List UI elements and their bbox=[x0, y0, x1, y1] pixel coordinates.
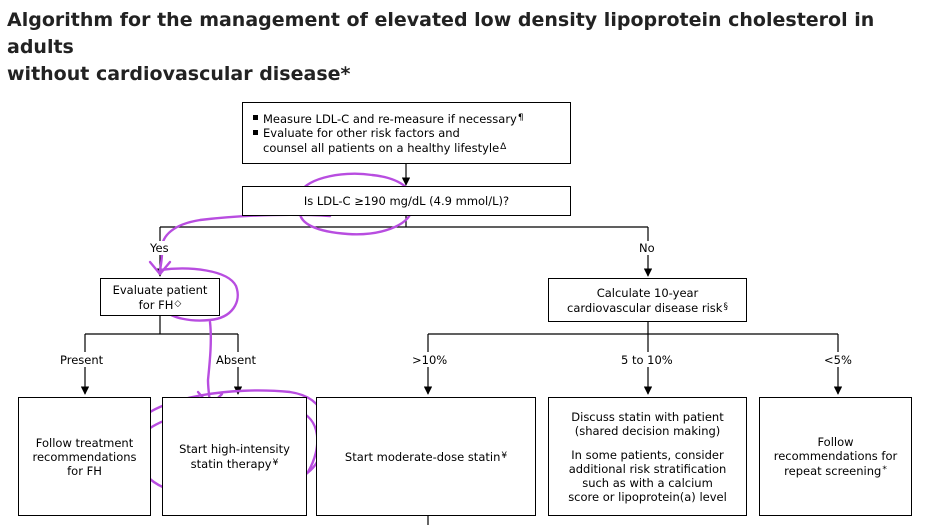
annotation-curve-to-yes bbox=[158, 213, 332, 274]
title-line-2: without cardiovascular disease* bbox=[7, 63, 351, 85]
footnote-mark-diamond: ◇ bbox=[174, 298, 182, 309]
edge-label-lt5: <5% bbox=[822, 353, 854, 367]
footnote-mark-asterisk: * bbox=[882, 465, 887, 475]
calc-line-2: cardiovascular disease risk§ bbox=[567, 300, 728, 315]
edge-label-5-to-10: 5 to 10% bbox=[619, 353, 675, 367]
edge-label-no: No bbox=[637, 241, 657, 255]
question-text: Is LDL-C ≥190 mg/dL (4.9 mmol/L)? bbox=[303, 194, 510, 208]
moderate-statin-text: Start moderate-dose statin¥ bbox=[344, 450, 508, 464]
footnote-mark-yen: ¥ bbox=[272, 458, 279, 468]
node-follow-fh: Follow treatment recommendations for FH bbox=[18, 397, 151, 516]
discuss-line-6: score or lipoprotein(a) level bbox=[568, 489, 727, 504]
follow-fh-line-2: recommendations bbox=[32, 449, 137, 464]
node-high-intensity-statin: Start high-intensity statin therapy¥ bbox=[162, 397, 307, 516]
footnote-mark-pilcrow: ¶ bbox=[517, 113, 524, 123]
high-statin-line-2: statin therapy¥ bbox=[190, 457, 279, 471]
node-moderate-statin: Start moderate-dose statin¥ bbox=[316, 397, 536, 516]
screening-line-3: repeat screening* bbox=[784, 464, 887, 478]
footnote-mark-delta: Δ bbox=[500, 142, 507, 152]
annotation-circle-evaluate bbox=[158, 267, 239, 322]
evaluate-line-2: for FH◇ bbox=[138, 297, 182, 312]
node-calculate-risk: Calculate 10-year cardiovascular disease… bbox=[548, 278, 747, 322]
calc-line-1: Calculate 10-year bbox=[596, 285, 699, 300]
follow-fh-line-3: for FH bbox=[67, 463, 102, 478]
node-follow-screening: Follow recommendations for repeat screen… bbox=[759, 397, 912, 516]
footnote-mark-section: § bbox=[723, 301, 728, 312]
diagram-title: Algorithm for the management of elevated… bbox=[7, 7, 927, 88]
discuss-line-2: (shared decision making) bbox=[574, 423, 721, 438]
screening-line-2: recommendations for bbox=[773, 449, 898, 463]
discuss-line-5: such as with a calcium bbox=[582, 475, 713, 490]
edge-label-yes: Yes bbox=[148, 241, 171, 255]
title-line-1: Algorithm for the management of elevated… bbox=[7, 9, 875, 58]
screening-line-1: Follow bbox=[817, 435, 854, 449]
node-discuss-statin: Discuss statin with patient (shared deci… bbox=[548, 397, 747, 516]
node-measure-ldl: Measure LDL-C and re-measure if necessar… bbox=[242, 102, 571, 164]
discuss-line-3: In some patients, consider bbox=[571, 447, 724, 462]
footnote-mark-yen-2: ¥ bbox=[501, 451, 508, 461]
node-ldl-question: Is LDL-C ≥190 mg/dL (4.9 mmol/L)? bbox=[242, 186, 571, 216]
evaluate-line-1: Evaluate patient bbox=[112, 282, 208, 297]
follow-fh-line-1: Follow treatment bbox=[35, 435, 134, 450]
discuss-line-4: additional risk stratification bbox=[568, 461, 727, 476]
edge-label-absent: Absent bbox=[214, 353, 259, 367]
node-evaluate-fh: Evaluate patient for FH◇ bbox=[100, 278, 220, 316]
measure-bullet-1: Measure LDL-C and re-measure if necessar… bbox=[251, 111, 562, 126]
edge-label-gt10: >10% bbox=[410, 353, 450, 367]
annotation-arrow-yes bbox=[148, 260, 172, 276]
high-statin-line-1: Start high-intensity bbox=[179, 442, 290, 456]
edge-label-present: Present bbox=[58, 353, 106, 367]
discuss-line-1: Discuss statin with patient bbox=[571, 409, 724, 424]
